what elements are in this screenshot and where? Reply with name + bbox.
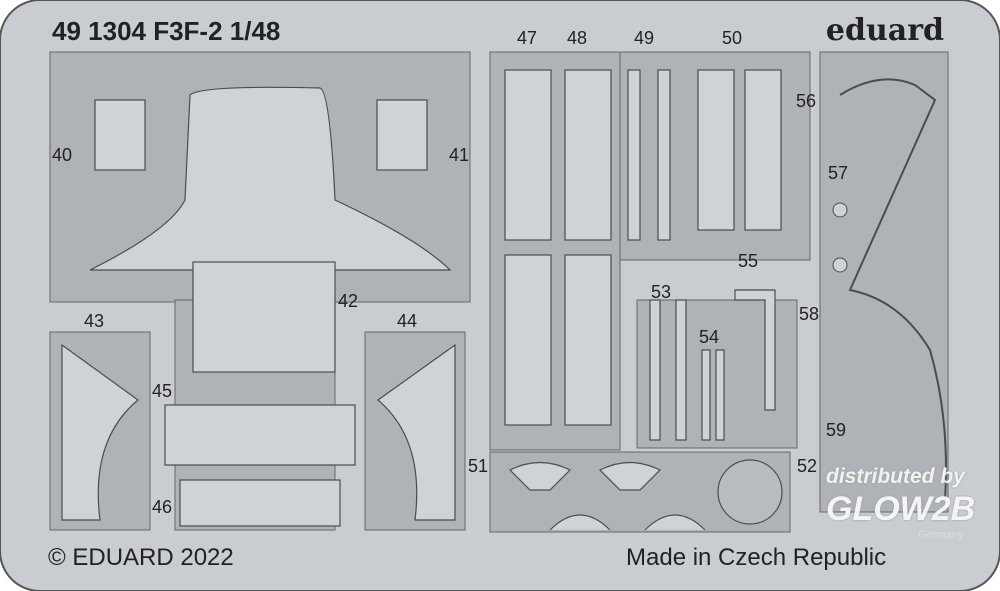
part-52-mesh [717, 459, 783, 525]
origin-text: Made in Czech Republic [626, 544, 887, 571]
watermark-logo: GLOW2B [826, 490, 976, 528]
part-number: 45 [152, 381, 173, 401]
part-42-floor [192, 261, 336, 373]
part-number: 56 [796, 91, 817, 111]
part-number: 47 [517, 28, 538, 48]
part-number: 40 [52, 145, 73, 165]
part-53 [649, 299, 661, 441]
part-41 [376, 99, 428, 171]
part-40 [94, 99, 146, 171]
part-number: 42 [338, 291, 359, 311]
part-51 [644, 514, 706, 531]
part-57 [832, 202, 848, 218]
watermark-country: Germany [918, 529, 964, 541]
part-51 [598, 461, 662, 491]
part-56-wire [839, 78, 947, 501]
part-46 [179, 479, 341, 527]
part-42-hood [89, 86, 452, 271]
part-51 [549, 514, 611, 531]
part-49 [627, 69, 641, 241]
part-47 [504, 69, 552, 241]
part-number: 52 [797, 456, 818, 476]
part-50 [744, 69, 782, 231]
part-49 [657, 69, 671, 241]
panel [819, 51, 949, 513]
part-number: 59 [826, 420, 847, 440]
part-number: 51 [468, 456, 489, 476]
part-48 [564, 69, 612, 241]
part-number: 46 [152, 497, 173, 517]
part-55 [734, 289, 776, 411]
part-53 [675, 299, 687, 441]
copyright: © EDUARD 2022 [48, 544, 234, 571]
part-50 [697, 69, 735, 231]
watermark-distributed: distributed by [826, 465, 965, 488]
brand-logo: eduard [825, 13, 944, 48]
part-number: 55 [738, 251, 759, 271]
part-54 [715, 349, 725, 441]
parts [61, 69, 783, 531]
part-number: 44 [397, 311, 418, 331]
part-number: 41 [449, 145, 470, 165]
part-number: 58 [799, 304, 820, 324]
part-number: 48 [567, 28, 588, 48]
part-54 [701, 349, 711, 441]
part-57 [832, 257, 848, 273]
part-44 [377, 343, 456, 521]
part-45 [164, 404, 356, 466]
part-number: 53 [651, 282, 672, 302]
part-48 [564, 254, 612, 426]
part-number: 57 [828, 163, 849, 183]
part-number: 49 [634, 28, 655, 48]
fret-title: 49 1304 F3F-2 1/48 [52, 16, 281, 46]
part-number: 50 [722, 28, 743, 48]
part-number: 54 [699, 327, 720, 347]
part-47 [504, 254, 552, 426]
part-number: 43 [84, 311, 105, 331]
part-51 [508, 461, 572, 491]
part-43 [61, 343, 139, 521]
